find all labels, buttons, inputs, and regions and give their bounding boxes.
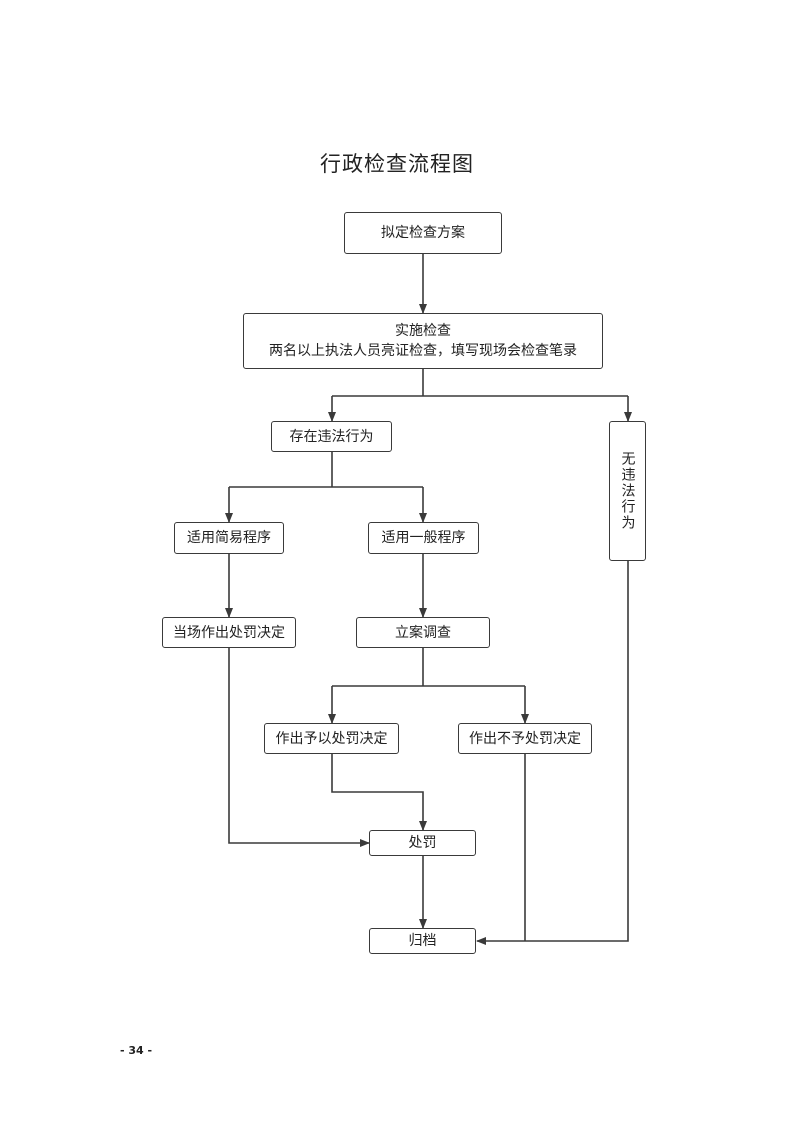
node-implement-detail: 两名以上执法人员亮证检查，填写现场会检查笔录 — [269, 343, 577, 359]
node-filing-label: 立案调查 — [395, 624, 451, 641]
page-title: 行政检查流程图 — [320, 152, 474, 176]
node-no-penalty-decision-label: 作出不予处罚决定 — [469, 730, 581, 747]
arrow-penalty-decision-to-penalty — [331, 754, 427, 831]
node-no-penalty-decision: 作出不予处罚决定 — [458, 723, 592, 754]
node-violation-label: 存在违法行为 — [289, 428, 374, 445]
arrow-no-violation-to-archive — [476, 561, 629, 945]
node-simple-procedure-label: 适用简易程序 — [187, 530, 271, 546]
node-no-violation: 无违法行为 — [609, 421, 646, 561]
node-implement-label: 实施检查 — [395, 323, 451, 339]
node-penalty-label: 处罚 — [408, 835, 437, 851]
node-plan: 拟定检查方案 — [344, 212, 502, 254]
node-general-procedure-label: 适用一般程序 — [381, 530, 466, 546]
node-implement: 实施检查 两名以上执法人员亮证检查，填写现场会检查笔录 — [243, 313, 603, 369]
node-simple-procedure: 适用简易程序 — [174, 522, 284, 554]
node-penalty-decision: 作出予以处罚决定 — [264, 723, 399, 754]
node-archive-label: 归档 — [408, 933, 437, 949]
node-no-violation-label: 无违法行为 — [619, 451, 636, 531]
node-onsite-decision-label: 当场作出处罚决定 — [173, 624, 285, 641]
page-number: - 34 - — [120, 1044, 153, 1057]
node-onsite-decision: 当场作出处罚决定 — [162, 617, 296, 648]
arrow-onsite-to-penalty — [228, 648, 370, 847]
node-penalty-decision-label: 作出予以处罚决定 — [275, 730, 388, 747]
node-archive: 归档 — [369, 928, 476, 954]
node-filing: 立案调查 — [356, 617, 490, 648]
node-plan-label: 拟定检查方案 — [381, 225, 465, 241]
node-general-procedure: 适用一般程序 — [368, 522, 479, 554]
node-penalty: 处罚 — [369, 830, 476, 856]
node-violation: 存在违法行为 — [271, 421, 392, 452]
